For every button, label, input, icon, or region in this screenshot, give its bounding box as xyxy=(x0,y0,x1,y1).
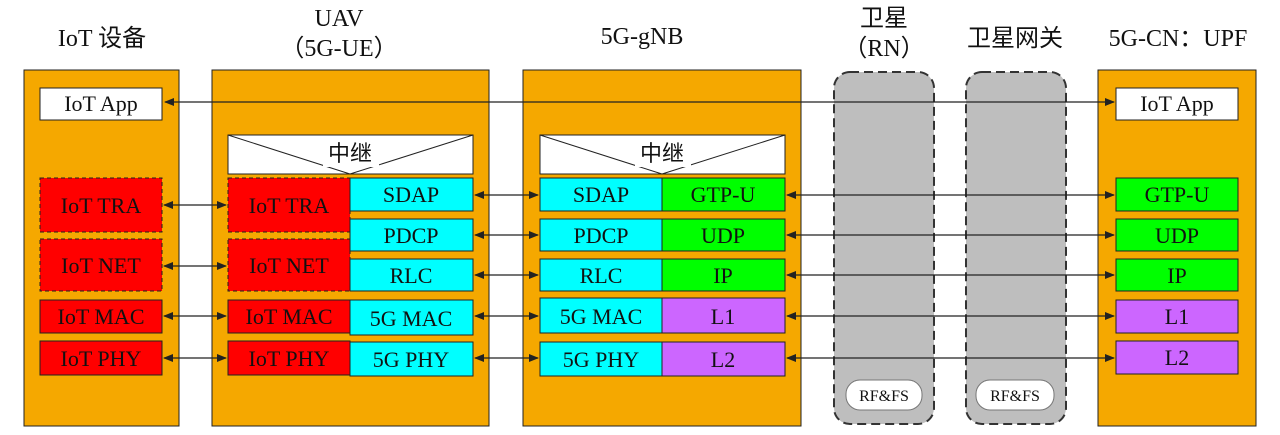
cn-udp-label: UDP xyxy=(1155,223,1199,248)
uav-iot-mac-label: IoT MAC xyxy=(246,304,333,329)
gnb-l1-layer xyxy=(661,297,786,334)
gnb-l2-label: L2 xyxy=(711,347,735,372)
iot-phy-label: IoT PHY xyxy=(61,346,142,371)
header-gnb: 5G-gNB xyxy=(601,24,684,50)
gnb-sdap-label: SDAP xyxy=(573,182,629,207)
gnb-pdcp-layer xyxy=(539,218,663,252)
uav-iot-tra-label: IoT TRA xyxy=(249,193,330,218)
uav-rlc-label: RLC xyxy=(390,263,433,288)
uav-relay-label-bg xyxy=(323,137,379,167)
uav-iot-tra-layer xyxy=(227,177,351,233)
uav-iot-phy-layer xyxy=(227,340,351,376)
cn-iot-app-label: IoT App xyxy=(1140,91,1214,116)
uav-5g-phy-label: 5G PHY xyxy=(373,347,450,372)
gnb-relay-diagonal-left xyxy=(539,134,663,175)
iot-tra-label: IoT TRA xyxy=(61,193,142,218)
iot-net-layer xyxy=(39,238,163,292)
header-iot-device: IoT 设备 xyxy=(58,25,146,52)
gnb-5g-phy-layer xyxy=(539,341,663,377)
satellite-rn-rf-fs-label: RF&FS xyxy=(859,388,909,405)
gnb-5g-mac-layer xyxy=(539,297,663,334)
uav-pdcp-layer xyxy=(349,218,474,252)
gnb-relay-diagonal-right xyxy=(661,134,786,175)
gnb-relay-label-bg xyxy=(635,137,691,167)
header-satellite-gateway: 卫星网关 xyxy=(967,25,1063,52)
uav-5g-phy-layer xyxy=(349,341,474,377)
satellite-gateway-node xyxy=(965,71,1067,425)
header-uav-sub: （5G-UE） xyxy=(280,36,397,62)
uav-relay-diagonal-left xyxy=(227,134,351,175)
uav-rlc-layer xyxy=(349,258,474,292)
peer-connections xyxy=(163,98,1115,362)
uav-sdap-layer xyxy=(349,177,474,212)
header-satellite: 卫星 xyxy=(860,6,908,32)
gnb-rlc-layer xyxy=(539,258,663,292)
uav-5g-mac-label: 5G MAC xyxy=(370,306,453,331)
satellite-rn-rf-fs-badge xyxy=(845,379,923,411)
uav-relay-label: 中继 xyxy=(328,141,372,166)
gnb-l2-layer xyxy=(661,341,786,377)
uav-5g-mac-layer xyxy=(349,299,474,336)
uav-relay-diagonal-right xyxy=(349,134,474,175)
gnb-pdcp-label: PDCP xyxy=(573,223,628,248)
gnb-udp-layer xyxy=(661,218,786,252)
header-core-network: 5G-CN：UPF xyxy=(1109,26,1248,52)
iot-mac-label: IoT MAC xyxy=(58,304,145,329)
iot-app-label: IoT App xyxy=(64,91,138,116)
satellite-gateway-rf-fs-label: RF&FS xyxy=(990,388,1040,405)
cn-l2-label: L2 xyxy=(1165,345,1189,370)
gnb-5g-phy-label: 5G PHY xyxy=(563,347,640,372)
cn-l1-label: L1 xyxy=(1165,304,1189,329)
gnb-l1-label: L1 xyxy=(711,304,735,329)
gnb-gtp-u-label: GTP-U xyxy=(691,182,756,207)
gnb-relay-label: 中继 xyxy=(640,141,684,166)
cn-iot-app-box xyxy=(1115,87,1239,121)
satellite-gateway-rf-fs-badge xyxy=(975,379,1055,411)
gnb-5g-mac-label: 5G MAC xyxy=(560,304,643,329)
iot-app-box xyxy=(39,87,163,121)
uav-pdcp-label: PDCP xyxy=(383,223,438,248)
gnb-gtp-u-layer xyxy=(661,177,786,212)
gnb-rlc-label: RLC xyxy=(580,263,623,288)
uav-sdap-label: SDAP xyxy=(383,182,439,207)
uav-iot-phy-label: IoT PHY xyxy=(249,346,330,371)
header-satellite-sub: （RN） xyxy=(843,36,924,62)
gnb-ip-label: IP xyxy=(713,263,733,288)
gnb-udp-label: UDP xyxy=(701,223,745,248)
iot-phy-layer xyxy=(39,340,163,376)
iot-net-label: IoT NET xyxy=(61,253,141,278)
iot-tra-layer xyxy=(39,177,163,233)
iot-mac-layer xyxy=(39,299,163,334)
cn-l2-layer xyxy=(1115,340,1239,375)
gnb-ip-layer xyxy=(661,258,786,292)
header-uav: UAV xyxy=(315,6,365,32)
uav-iot-net-layer xyxy=(227,238,351,292)
uav-iot-mac-layer xyxy=(227,299,351,334)
cn-l1-layer xyxy=(1115,299,1239,334)
uav-iot-net-label: IoT NET xyxy=(249,253,329,278)
cn-gtp-u-label: GTP-U xyxy=(1145,182,1210,207)
satellite-rn-node xyxy=(833,71,935,425)
cn-ip-label: IP xyxy=(1167,263,1187,288)
cn-gtp-u-layer xyxy=(1115,177,1239,212)
cn-udp-layer xyxy=(1115,218,1239,252)
cn-ip-layer xyxy=(1115,258,1239,292)
